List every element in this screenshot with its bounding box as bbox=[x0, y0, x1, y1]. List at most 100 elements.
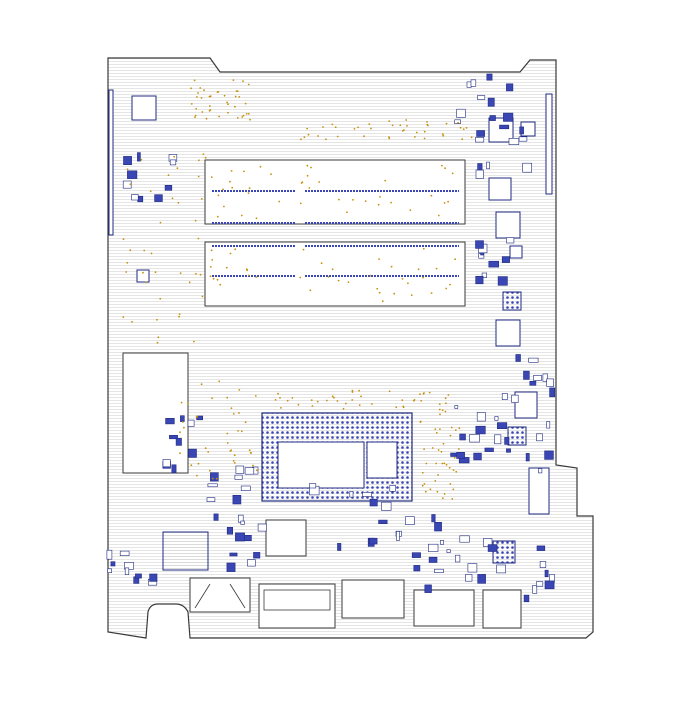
smd-part bbox=[487, 97, 495, 107]
smd-part bbox=[539, 561, 547, 568]
smd-part bbox=[484, 447, 494, 452]
via bbox=[331, 123, 334, 126]
chip-u12 bbox=[528, 467, 550, 515]
via bbox=[299, 276, 302, 279]
smd-part bbox=[110, 561, 116, 567]
via bbox=[423, 130, 426, 133]
via bbox=[126, 168, 129, 171]
smd-part bbox=[232, 494, 242, 505]
smd-part bbox=[477, 163, 483, 171]
via bbox=[401, 399, 404, 402]
via bbox=[414, 136, 416, 138]
via bbox=[443, 462, 446, 465]
chip-u5 bbox=[495, 319, 521, 347]
via bbox=[402, 406, 405, 409]
via bbox=[442, 442, 445, 445]
smd-part bbox=[476, 412, 486, 422]
via bbox=[231, 186, 234, 189]
via bbox=[440, 450, 443, 453]
via bbox=[325, 138, 327, 141]
via bbox=[388, 136, 390, 139]
via bbox=[142, 271, 144, 274]
via bbox=[331, 395, 334, 398]
smd-part bbox=[162, 459, 171, 468]
via bbox=[326, 399, 328, 402]
via bbox=[202, 153, 205, 156]
via bbox=[391, 124, 394, 127]
via bbox=[320, 262, 323, 265]
via bbox=[336, 400, 339, 402]
smd-part bbox=[486, 73, 493, 81]
smd-part bbox=[369, 537, 378, 545]
via bbox=[235, 90, 238, 92]
via bbox=[156, 318, 158, 321]
via bbox=[438, 408, 441, 411]
smd-part bbox=[381, 501, 392, 511]
via bbox=[143, 249, 146, 252]
port-usb-c bbox=[413, 589, 475, 627]
via bbox=[232, 413, 235, 415]
via bbox=[195, 108, 198, 110]
via bbox=[306, 174, 309, 177]
smd-part bbox=[544, 569, 549, 578]
via bbox=[199, 273, 202, 276]
smd-part bbox=[529, 380, 537, 386]
via bbox=[200, 383, 203, 386]
via bbox=[229, 180, 231, 183]
smd-part bbox=[501, 393, 508, 400]
via bbox=[429, 488, 432, 491]
via bbox=[196, 415, 199, 418]
via bbox=[378, 291, 381, 294]
via bbox=[423, 483, 426, 485]
via bbox=[447, 200, 449, 203]
via bbox=[423, 392, 425, 394]
via bbox=[196, 474, 198, 477]
via bbox=[232, 79, 235, 81]
smd-part bbox=[544, 580, 555, 590]
via bbox=[423, 448, 425, 450]
via bbox=[430, 194, 433, 197]
via bbox=[303, 136, 306, 139]
via bbox=[238, 389, 241, 391]
via bbox=[437, 449, 440, 451]
smd-part bbox=[428, 556, 438, 563]
smd-part bbox=[470, 79, 477, 87]
via bbox=[435, 267, 438, 270]
via bbox=[452, 488, 455, 491]
via bbox=[447, 394, 450, 396]
via bbox=[454, 429, 457, 431]
via bbox=[179, 452, 181, 455]
chip-u1 bbox=[131, 95, 157, 121]
via bbox=[364, 200, 367, 203]
via bbox=[308, 187, 311, 189]
smd-part bbox=[188, 448, 197, 458]
smd-part bbox=[511, 394, 519, 403]
smd-part bbox=[525, 453, 530, 462]
via bbox=[125, 271, 128, 273]
via bbox=[204, 447, 207, 450]
smd-part bbox=[477, 574, 486, 584]
smd-part bbox=[459, 535, 470, 543]
via bbox=[384, 179, 387, 182]
smd-part bbox=[378, 519, 388, 524]
via bbox=[309, 289, 312, 292]
via bbox=[208, 469, 211, 472]
smd-part bbox=[226, 562, 236, 572]
via bbox=[424, 490, 427, 493]
via bbox=[327, 276, 330, 278]
via bbox=[197, 92, 199, 94]
via bbox=[226, 432, 229, 435]
smd-part bbox=[213, 513, 219, 521]
smd-part bbox=[504, 437, 510, 445]
via bbox=[453, 456, 456, 459]
smd-part bbox=[154, 194, 163, 202]
via bbox=[126, 261, 129, 264]
smd-part bbox=[427, 543, 439, 552]
via bbox=[248, 187, 251, 190]
via bbox=[369, 274, 372, 277]
via bbox=[318, 181, 320, 183]
via bbox=[197, 175, 200, 178]
smd-part bbox=[405, 516, 415, 525]
via bbox=[194, 114, 197, 117]
via bbox=[422, 276, 424, 279]
